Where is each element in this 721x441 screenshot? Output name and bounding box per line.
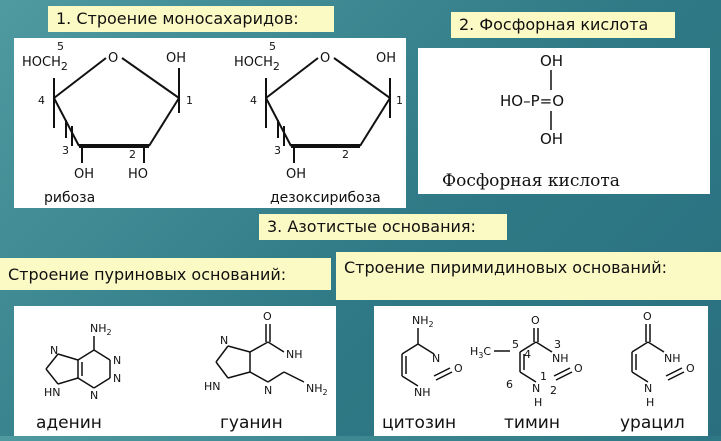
ribose-hoch2: HOCH2 [22, 55, 68, 73]
thymine-pos1: 1 [540, 370, 547, 383]
deoxyribose-c3: 3 [274, 144, 281, 157]
phosphoric-ho-p-o: HO–P=O [500, 92, 564, 110]
deoxyribose-oh-c3: OH [286, 167, 306, 182]
ribose-c2: 2 [129, 148, 136, 161]
guanine-structure [215, 324, 305, 383]
phosphoric-oh-top: OH [540, 52, 563, 70]
heading-phosphoric-acid: 2. Фосфорная кислота [451, 12, 675, 38]
uracil-o-bottom: O [686, 362, 695, 375]
guanine-o: O [263, 310, 272, 323]
thymine-nh: NH [552, 352, 569, 365]
cytosine-structure [401, 328, 453, 387]
phosphoric-caption: Фосфорная кислота [442, 171, 620, 191]
adenine-caption: аденин [36, 413, 102, 433]
monosaccharides-panel: 5 HOCH2 O OH 1 4 3 2 OH HO рибоза 5 HOCH… [14, 38, 406, 208]
ribose-c5: 5 [57, 40, 64, 53]
ribose-oh-c3: OH [74, 167, 94, 182]
adenine-hn: HN [44, 386, 61, 399]
thymine-caption: тимин [504, 413, 560, 433]
thymine-pos4: 4 [524, 348, 531, 361]
guanine-hn: HN [204, 380, 221, 393]
adenine-n1: N [113, 354, 121, 367]
adenine-n9: N [90, 389, 98, 402]
guanine-nh2: NH2 [306, 382, 328, 397]
thymine-pos2: 2 [550, 384, 557, 397]
ribose-c3: 3 [62, 144, 69, 157]
deoxyribose-structure [265, 57, 391, 163]
monosaccharides-diagram: 5 HOCH2 O OH 1 4 3 2 OH HO рибоза 5 HOCH… [22, 40, 403, 206]
guanine-nh: NH [286, 348, 303, 361]
thymine-o-bottom: O [574, 362, 583, 375]
deoxyribose-caption: дезоксирибоза [270, 190, 381, 206]
cytosine-nh: NH [414, 386, 431, 399]
ribose-c4: 4 [38, 94, 45, 107]
thymine-pos3: 3 [554, 338, 561, 351]
adenine-n3: N [113, 372, 121, 385]
cytosine-n3: N [432, 352, 440, 365]
uracil-caption: урацил [620, 413, 685, 433]
guanine-n7: N [220, 334, 228, 347]
purine-diagram: NH2 N N N N HN аденин O N NH N HN NH2 гу… [36, 310, 328, 433]
thymine-pos6: 6 [506, 378, 513, 391]
heading-nitrogenous-bases: 3. Азотистые основания: [259, 214, 507, 240]
adenine-nh2: NH2 [90, 322, 112, 337]
deoxyribose-ring-oxygen: O [320, 51, 330, 66]
ribose-caption: рибоза [44, 190, 95, 206]
cytosine-nh2: NH2 [412, 314, 434, 329]
uracil-nh: NH [664, 352, 681, 365]
thymine-n1: N [532, 382, 540, 395]
cytosine-caption: цитозин [382, 413, 456, 433]
thymine-structure [494, 328, 573, 383]
ribose-oh-c1: OH [166, 51, 186, 66]
ribose-ho-c2: HO [128, 167, 148, 182]
guanine-n3: N [264, 384, 272, 397]
uracil-o-top: O [643, 310, 652, 323]
adenine-structure [45, 336, 111, 389]
thymine-pos5: 5 [512, 338, 519, 351]
deoxyribose-c5: 5 [269, 40, 276, 53]
adenine-n7: N [50, 344, 58, 357]
deoxyribose-oh-c1: OH [376, 51, 396, 66]
pyrimidine-diagram: NH2 N NH O цитозин H3C O NH N H O 5 4 3 … [382, 310, 695, 433]
deoxyribose-c4: 4 [250, 94, 257, 107]
phosphoric-oh-bottom: OH [540, 130, 563, 148]
guanine-caption: гуанин [220, 413, 283, 433]
phosphoric-acid-panel: OH HO–P=O OH Фосфорная кислота [418, 48, 710, 194]
thymine-h1: H [534, 396, 542, 409]
uracil-n1: N [644, 382, 652, 395]
pyrimidine-panel: NH2 N NH O цитозин H3C O NH N H O 5 4 3 … [374, 306, 708, 436]
purine-panel: NH2 N N N N HN аденин O N NH N HN NH2 гу… [14, 306, 336, 436]
uracil-h1: H [646, 396, 654, 409]
uracil-structure [631, 324, 685, 383]
ribose-structure [53, 57, 180, 163]
cytosine-o: O [454, 362, 463, 375]
thymine-o-top: O [531, 314, 540, 327]
thymine-h3c: H3C [470, 345, 491, 360]
heading-monosaccharides: 1. Строение моносахаридов: [48, 6, 334, 32]
heading-purine-bases: Строение пуриновых оснований: [0, 258, 331, 290]
deoxyribose-hoch2: HOCH2 [234, 55, 280, 73]
deoxyribose-c1: 1 [396, 94, 403, 107]
phosphoric-acid-diagram: OH HO–P=O OH Фосфорная кислота [442, 52, 620, 191]
ribose-c1: 1 [186, 94, 193, 107]
heading-pyrimidine-bases: Строение пиримидиновых оснований: [336, 252, 721, 300]
ribose-ring-oxygen: O [108, 51, 118, 66]
deoxyribose-c2: 2 [342, 148, 349, 161]
